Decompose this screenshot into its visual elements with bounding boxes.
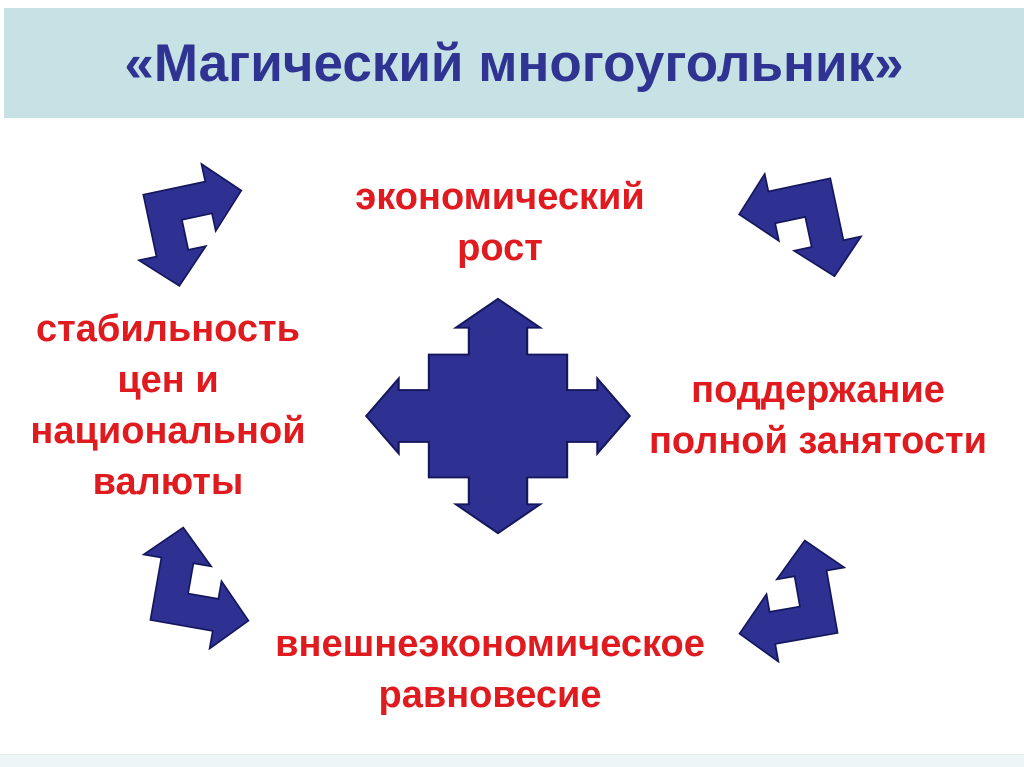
label-line: поддержание: [691, 369, 945, 411]
bent-double-arrow-icon: [730, 155, 870, 295]
bent-double-arrow-icon: [120, 155, 260, 295]
label-line: цен и: [117, 359, 219, 401]
label-economic-growth: экономический рост: [250, 172, 750, 274]
label-line: стабильность: [36, 308, 300, 350]
footer-strip: [0, 754, 1024, 767]
bent-double-arrow-icon: [128, 520, 265, 657]
label-line: экономический: [355, 176, 645, 218]
label-external-balance: внешнеэкономическое равновесие: [228, 619, 752, 721]
label-price-stability: стабильность цен и национальной валюты: [0, 304, 336, 508]
four-way-arrows-icon: [363, 296, 633, 541]
label-line: внешнеэкономическое: [275, 623, 705, 665]
bent-double-arrow-icon: [724, 533, 861, 670]
label-line: полной занятости: [648, 420, 987, 462]
label-full-employment: поддержание полной занятости: [616, 365, 1020, 467]
slide-title: «Магический многоугольник»: [124, 33, 904, 93]
label-line: равновесие: [378, 674, 602, 716]
title-banner: «Магический многоугольник»: [4, 8, 1024, 118]
label-line: рост: [457, 227, 543, 269]
label-line: валюты: [92, 461, 244, 503]
label-line: национальной: [30, 410, 306, 452]
